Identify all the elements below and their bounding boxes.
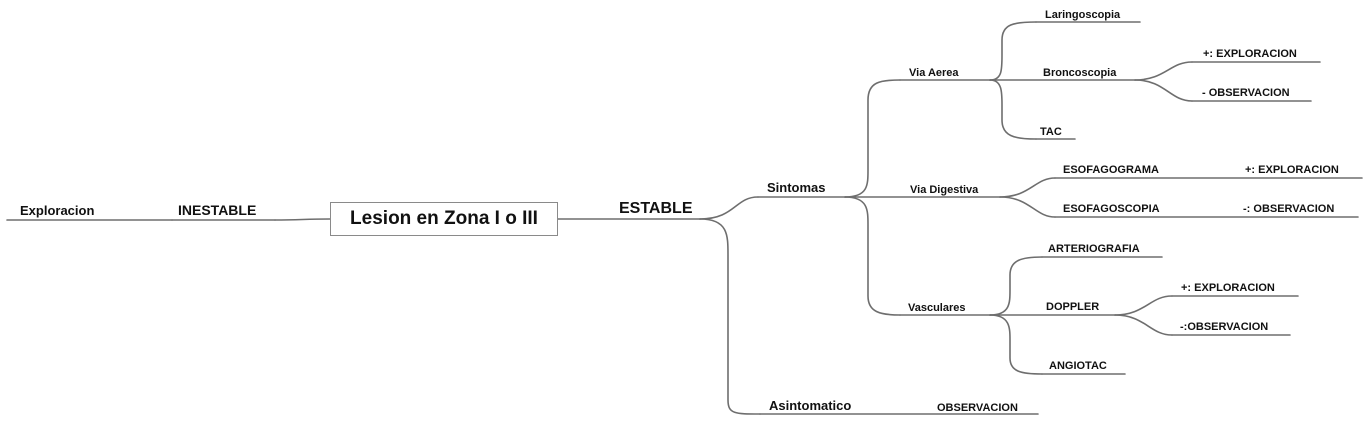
node-doppler-exploracion[interactable]: +: EXPLORACION <box>1181 282 1275 294</box>
connector-estable-sintomas <box>699 196 759 220</box>
node-tac[interactable]: TAC <box>1040 126 1062 138</box>
connector-root-inestable <box>274 218 331 221</box>
connector-sintomas-vasculares <box>844 196 901 316</box>
node-via-aerea[interactable]: Via Aerea <box>909 67 959 79</box>
node-exploracion[interactable]: Exploracion <box>20 203 95 218</box>
node-esofagograma[interactable]: ESOFAGOGRAMA <box>1063 164 1159 176</box>
connector-vasculares-arteriografia <box>989 256 1043 316</box>
node-esofagograma-exploracion[interactable]: +: EXPLORACION <box>1245 164 1339 176</box>
connector-bronco-neg <box>1134 79 1193 102</box>
node-asintomatico[interactable]: Asintomatico <box>769 398 852 413</box>
node-via-digestiva[interactable]: Via Digestiva <box>910 184 979 196</box>
node-doppler-observacion[interactable]: -:OBSERVACION <box>1180 321 1269 333</box>
node-broncoscopia-observacion[interactable]: - OBSERVACION <box>1202 87 1290 99</box>
root-label: Lesion en Zona I o III <box>350 208 538 229</box>
root-node[interactable]: Lesion en Zona I o III <box>330 202 558 236</box>
node-broncoscopia-exploracion[interactable]: +: EXPLORACION <box>1203 48 1297 60</box>
connector-digestiva-esofagoscopia <box>999 196 1056 218</box>
node-doppler[interactable]: DOPPLER <box>1046 301 1100 313</box>
node-broncoscopia[interactable]: Broncoscopia <box>1043 67 1117 79</box>
node-vasculares[interactable]: Vasculares <box>908 302 966 314</box>
node-angiotac[interactable]: ANGIOTAC <box>1049 360 1107 372</box>
connector-via-aerea-tac <box>989 79 1037 140</box>
node-esofagoscopia[interactable]: ESOFAGOSCOPIA <box>1063 203 1160 215</box>
node-laringoscopia[interactable]: Laringoscopia <box>1045 9 1121 21</box>
node-estable[interactable]: ESTABLE <box>619 200 693 217</box>
connector-vasculares-angiotac <box>989 314 1043 375</box>
node-asintomatico-observacion[interactable]: OBSERVACION <box>937 402 1018 414</box>
connector-bronco-pos <box>1134 61 1193 81</box>
connector-estable-asintomatico <box>699 218 761 415</box>
connector-sintomas-via-aerea <box>844 79 901 198</box>
node-sintomas[interactable]: Sintomas <box>767 180 826 195</box>
connector-doppler-neg <box>1114 314 1173 336</box>
node-inestable[interactable]: INESTABLE <box>178 202 257 218</box>
connector-digestiva-esofagograma <box>999 177 1056 198</box>
node-esofagoscopia-observacion[interactable]: -: OBSERVACION <box>1243 203 1335 215</box>
connector-doppler-pos <box>1114 295 1173 316</box>
node-arteriografia[interactable]: ARTERIOGRAFIA <box>1048 243 1140 255</box>
connector-via-aerea-laringoscopia <box>989 21 1037 81</box>
